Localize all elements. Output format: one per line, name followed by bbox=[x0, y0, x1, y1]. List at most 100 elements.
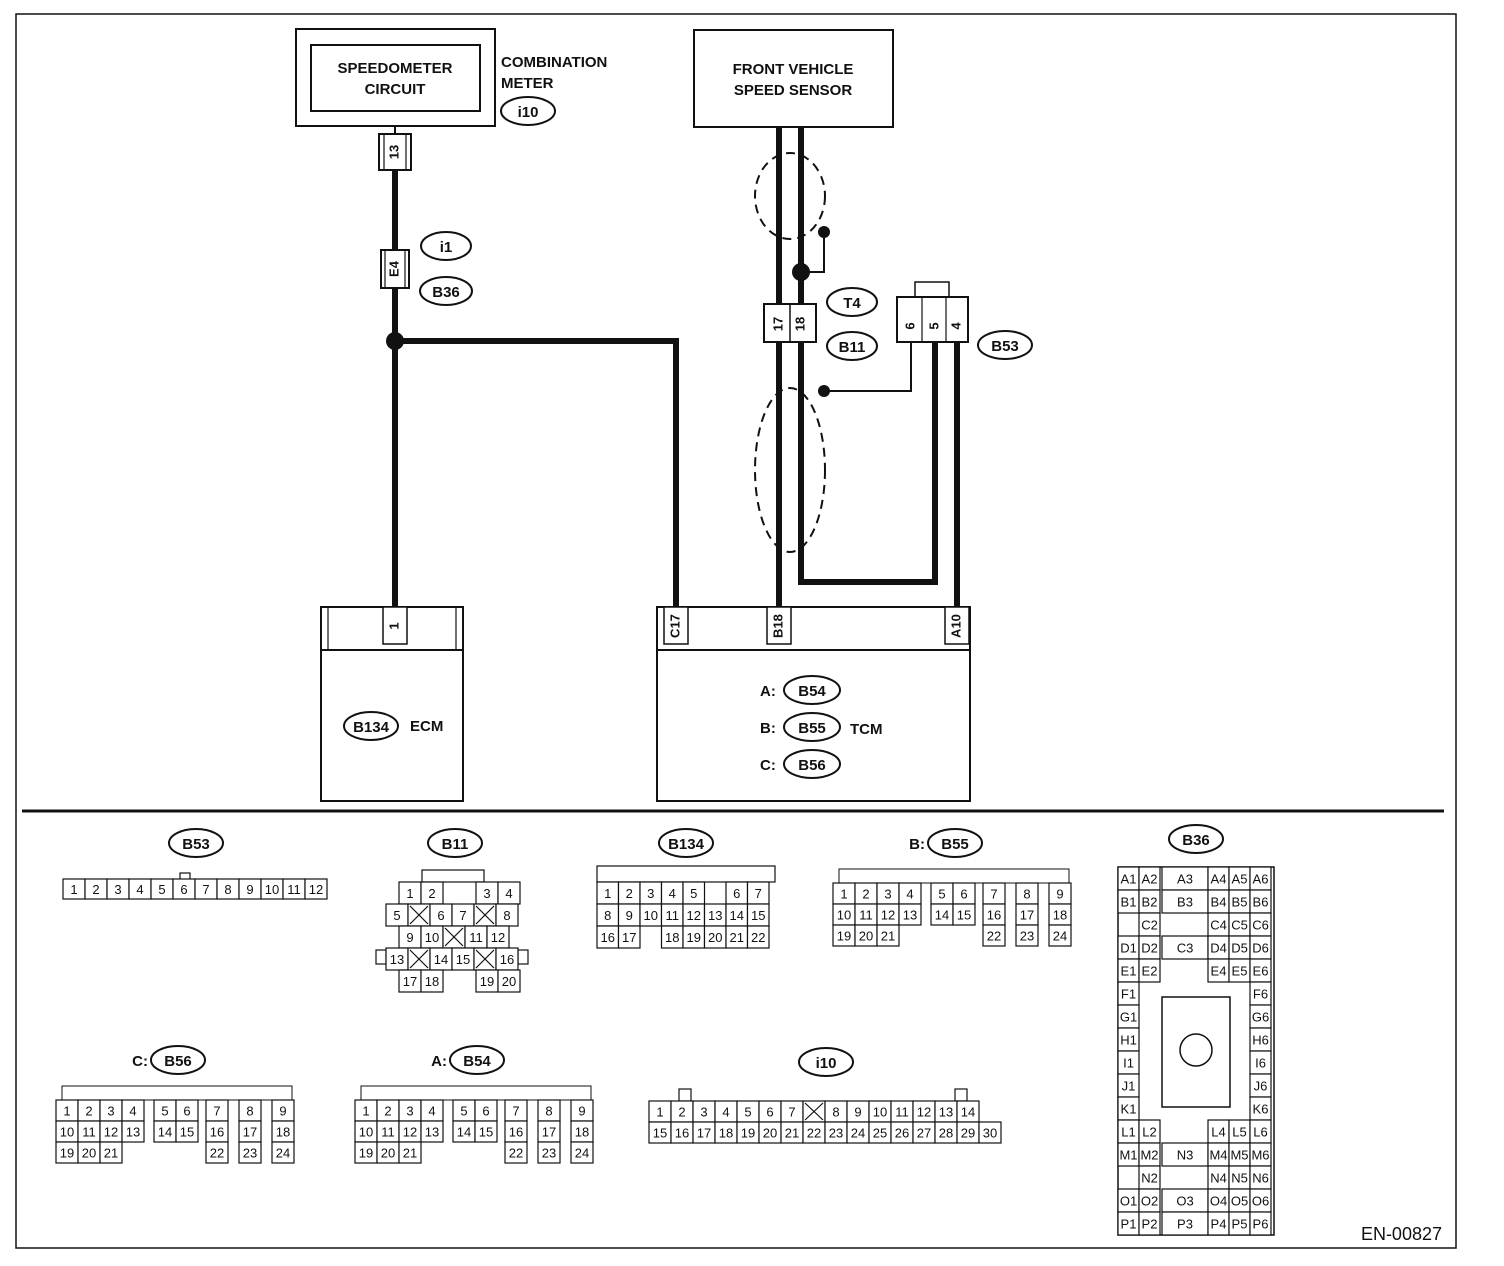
b134-face-title: B134 bbox=[658, 828, 714, 858]
tcm-module: C17 B18 A10 A: B54 B: B55 TCM C: B56 bbox=[656, 606, 971, 802]
pin-label: 10 bbox=[873, 1105, 887, 1120]
svg-text:B56: B56 bbox=[798, 757, 826, 774]
svg-text:18: 18 bbox=[792, 317, 807, 331]
pin-label: 7 bbox=[202, 882, 209, 897]
svg-text:B:: B: bbox=[909, 836, 925, 853]
svg-text:B53: B53 bbox=[182, 836, 210, 853]
svg-text:B54: B54 bbox=[798, 683, 826, 700]
connector-badge-b36 bbox=[419, 276, 473, 306]
pin-label: D1 bbox=[1120, 941, 1137, 956]
pin-label: A5 bbox=[1232, 872, 1248, 887]
svg-text:A:: A: bbox=[760, 683, 776, 700]
pin-label: 17 bbox=[1020, 908, 1034, 923]
pin-label: 23 bbox=[542, 1146, 556, 1161]
pin-label: L2 bbox=[1142, 1125, 1156, 1140]
pin-label: 16 bbox=[601, 930, 615, 945]
pin-label: E4 bbox=[1211, 964, 1227, 979]
pin-label: 11 bbox=[381, 1125, 395, 1140]
pin-label: 10 bbox=[265, 882, 279, 897]
pin-label: N5 bbox=[1231, 1171, 1248, 1186]
pin-label: C5 bbox=[1231, 918, 1248, 933]
svg-text:i10: i10 bbox=[816, 1055, 837, 1072]
pin-label: 6 bbox=[183, 1104, 190, 1119]
pin-label: 3 bbox=[107, 1104, 114, 1119]
pin-label: 14 bbox=[434, 952, 448, 967]
pin-label: 24 bbox=[575, 1146, 589, 1161]
pin-label: 7 bbox=[788, 1105, 795, 1120]
pin-label: 21 bbox=[785, 1126, 799, 1141]
pin-label: 19 bbox=[741, 1126, 755, 1141]
pin-label: I6 bbox=[1255, 1056, 1266, 1071]
b56-face-title: C:B56 bbox=[132, 1045, 206, 1075]
connector-badge-b11 bbox=[826, 331, 878, 361]
svg-text:A10: A10 bbox=[948, 614, 963, 638]
pin-label: 11 bbox=[666, 908, 680, 923]
pin-label: 8 bbox=[832, 1105, 839, 1120]
pin-label: 5 bbox=[393, 908, 400, 923]
pin-label: B1 bbox=[1121, 895, 1137, 910]
pin-label: 5 bbox=[161, 1104, 168, 1119]
pin-label: A2 bbox=[1142, 872, 1158, 887]
pin-label: 23 bbox=[243, 1146, 257, 1161]
pin-label: M2 bbox=[1140, 1148, 1158, 1163]
pin-label: 16 bbox=[500, 952, 514, 967]
pin-label: 26 bbox=[895, 1126, 909, 1141]
pin-label: 28 bbox=[939, 1126, 953, 1141]
pin-label: 18 bbox=[1053, 908, 1067, 923]
pin-label: K6 bbox=[1253, 1102, 1269, 1117]
shield-upper bbox=[754, 152, 826, 240]
pin-label: M5 bbox=[1230, 1148, 1248, 1163]
pin-label: A1 bbox=[1121, 872, 1137, 887]
pin-label: L1 bbox=[1121, 1125, 1135, 1140]
svg-text:6: 6 bbox=[902, 322, 917, 329]
pin-label: 1 bbox=[840, 887, 847, 902]
b53-face-title: B53 bbox=[168, 828, 224, 858]
pin-label: 2 bbox=[92, 882, 99, 897]
pin-label: 10 bbox=[60, 1125, 74, 1140]
front-vehicle-speed-sensor-label: FRONT VEHICLE bbox=[733, 61, 854, 78]
pin-label: M1 bbox=[1119, 1148, 1137, 1163]
pin-label: 13 bbox=[390, 952, 404, 967]
pin-label: 12 bbox=[917, 1105, 931, 1120]
pin-label: 3 bbox=[114, 882, 121, 897]
pin-label: 7 bbox=[213, 1104, 220, 1119]
svg-text:T4: T4 bbox=[843, 295, 861, 312]
pin-label: B5 bbox=[1232, 895, 1248, 910]
pin-label: 20 bbox=[381, 1146, 395, 1161]
connector-badge-b134 bbox=[343, 711, 399, 741]
pin-label: 8 bbox=[604, 908, 611, 923]
pin-label: 9 bbox=[406, 930, 413, 945]
pin-label: 24 bbox=[851, 1126, 865, 1141]
tcm-label: TCM bbox=[850, 721, 883, 738]
pin-label: 4 bbox=[428, 1104, 435, 1119]
pin-label: O3 bbox=[1176, 1194, 1193, 1209]
pin-label: H6 bbox=[1252, 1033, 1269, 1048]
pin-label: E6 bbox=[1253, 964, 1269, 979]
pin-label: E1 bbox=[1121, 964, 1137, 979]
combination-meter-label: COMBINATION bbox=[501, 54, 607, 71]
pin-label: 19 bbox=[687, 930, 701, 945]
svg-text:i1: i1 bbox=[440, 239, 453, 256]
pin-label: 14 bbox=[961, 1105, 975, 1120]
svg-text:C:: C: bbox=[760, 757, 776, 774]
pin-label: 8 bbox=[224, 882, 231, 897]
pin-label: 6 bbox=[437, 908, 444, 923]
pin-label: 17 bbox=[542, 1125, 556, 1140]
pin-label: 18 bbox=[719, 1126, 733, 1141]
pin-label: 11 bbox=[859, 908, 873, 923]
pin-label: 11 bbox=[895, 1105, 909, 1120]
b54-face-title: A:B54 bbox=[431, 1045, 505, 1075]
pin-label: E2 bbox=[1142, 964, 1158, 979]
pin-label: 9 bbox=[279, 1104, 286, 1119]
pin-label: 7 bbox=[755, 886, 762, 901]
pin-label: 13 bbox=[425, 1125, 439, 1140]
svg-text:METER: METER bbox=[501, 75, 554, 92]
pin-label: 22 bbox=[509, 1146, 523, 1161]
i10-face-title: i10 bbox=[798, 1047, 854, 1077]
pin-label: A3 bbox=[1177, 872, 1193, 887]
pin-label: 12 bbox=[491, 930, 505, 945]
